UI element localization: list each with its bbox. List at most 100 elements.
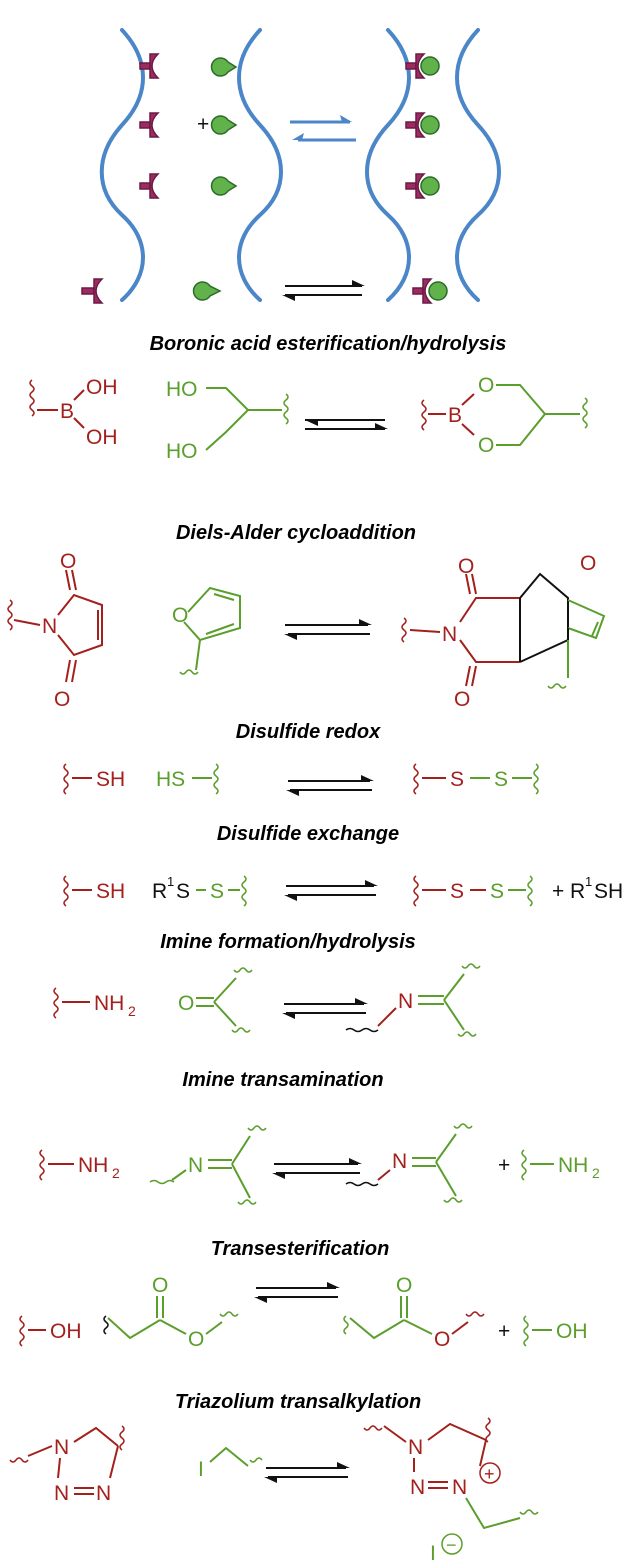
polymer-chain xyxy=(365,28,411,302)
equilibrium-arrows xyxy=(284,619,372,640)
atom-label: N xyxy=(54,1482,69,1505)
purple-receptor xyxy=(139,173,160,199)
legend-row xyxy=(81,278,448,304)
atom-label: N xyxy=(54,1436,69,1459)
reaction-title: Imine transamination xyxy=(182,1069,383,1091)
equilibrium-arrows xyxy=(272,1158,362,1179)
plus-sign: + xyxy=(552,880,564,903)
reaction-title: Triazolium transalkylation xyxy=(175,1391,421,1413)
atom-label: O xyxy=(434,1328,450,1351)
purple-receptor xyxy=(139,112,160,138)
atom-label: N xyxy=(408,1436,423,1459)
atom-label: S xyxy=(176,880,190,903)
disulfide-redox-reaction: SH HS S S xyxy=(63,763,539,796)
reaction-title: Disulfide redox xyxy=(236,721,381,743)
atom-label: N xyxy=(452,1476,467,1499)
purple-receptor xyxy=(81,278,104,304)
atom-label: S xyxy=(494,768,508,791)
equilibrium-arrows xyxy=(290,115,356,142)
equilibrium-arrows xyxy=(282,998,368,1019)
atom-label: N xyxy=(392,1150,407,1173)
bound-pair xyxy=(405,112,440,138)
network-scheme: + xyxy=(99,28,501,302)
atom-label: O xyxy=(152,1274,168,1297)
atom-label: OH xyxy=(556,1320,588,1343)
atom-label: O xyxy=(60,550,76,573)
bound-pair xyxy=(405,53,440,79)
purple-receptor xyxy=(139,53,160,79)
atom-label: I xyxy=(198,1458,204,1481)
atom-label: NH xyxy=(558,1154,588,1177)
polymer-chain xyxy=(455,28,501,302)
atom-label: S xyxy=(450,768,464,791)
atom-label: O xyxy=(458,555,474,578)
diels-alder-reaction: N O O O N O O xyxy=(7,550,606,711)
atom-label: O xyxy=(172,604,188,627)
atom-label: 2 xyxy=(112,1165,120,1181)
imine-transamination-reaction: NH 2 N N + NH 2 xyxy=(39,1123,600,1205)
polymer-chain xyxy=(99,28,145,302)
atom-label: HO xyxy=(166,440,198,463)
atom-label: O xyxy=(54,688,70,711)
atom-label: O xyxy=(396,1274,412,1297)
green-guest xyxy=(192,281,222,301)
equilibrium-arrows xyxy=(254,1282,340,1303)
atom-label: O xyxy=(454,688,470,711)
atom-label: 2 xyxy=(592,1165,600,1181)
atom-label: 1 xyxy=(585,874,592,889)
plus-sign: + xyxy=(498,1320,510,1343)
equilibrium-arrows xyxy=(284,880,378,901)
charge-circle xyxy=(479,1462,501,1484)
atom-label: SH xyxy=(96,880,125,903)
charge-label: − xyxy=(446,1535,457,1555)
atom-label: SH xyxy=(96,768,125,791)
plus-sign: + xyxy=(498,1154,510,1177)
atom-label: O xyxy=(478,434,494,457)
atom-label: OH xyxy=(50,1320,82,1343)
atom-label: B xyxy=(448,404,462,427)
atom-label: N xyxy=(188,1154,203,1177)
atom-label: N xyxy=(442,623,457,646)
disulfide-exchange-reaction: SH R 1 S S S S + R 1 SH xyxy=(63,874,623,907)
atom-label: I xyxy=(430,1542,436,1565)
atom-label: O xyxy=(478,374,494,397)
equilibrium-arrows xyxy=(264,1462,350,1483)
boronic-acid-reaction: B OH OH HO HO B O O xyxy=(29,374,588,463)
atom-label: S xyxy=(490,880,504,903)
atom-label: 2 xyxy=(128,1003,136,1019)
bound-pair xyxy=(412,278,448,304)
atom-label: HO xyxy=(166,378,198,401)
equilibrium-arrows xyxy=(286,775,374,796)
atom-label: OH xyxy=(86,426,118,449)
reaction-title: Imine formation/hydrolysis xyxy=(160,931,416,953)
green-guest xyxy=(210,115,238,135)
atom-label: O xyxy=(188,1328,204,1351)
atom-label: R xyxy=(570,880,585,903)
charge-label: + xyxy=(484,1464,495,1484)
bound-pair xyxy=(405,173,440,199)
imine-formation-reaction: NH 2 O N xyxy=(53,963,481,1037)
atom-label: S xyxy=(450,880,464,903)
reaction-title: Transesterification xyxy=(211,1238,390,1260)
reaction-title: Boronic acid esterification/hydrolysis xyxy=(150,333,507,355)
atom-label: O xyxy=(178,992,194,1015)
reaction-title: Diels-Alder cycloaddition xyxy=(176,522,416,544)
atom-label: S xyxy=(210,880,224,903)
green-guest xyxy=(210,176,238,196)
atom-label: N xyxy=(398,990,413,1013)
charge-circle xyxy=(441,1533,463,1555)
transesterification-reaction: OH O O O O + OH xyxy=(19,1274,588,1351)
plus-sign: + xyxy=(197,113,209,136)
atom-label: N xyxy=(96,1482,111,1505)
equilibrium-arrows xyxy=(305,419,388,430)
atom-label: OH xyxy=(86,376,118,399)
atom-label: SH xyxy=(594,880,623,903)
atom-label: N xyxy=(410,1476,425,1499)
atom-label: B xyxy=(60,400,74,423)
reaction-title: Disulfide exchange xyxy=(217,823,399,845)
equilibrium-arrows xyxy=(282,280,365,301)
polymer-chain xyxy=(237,28,283,302)
atom-label: O xyxy=(580,552,596,575)
triazolium-reaction: N N N I N N N + I − xyxy=(9,1417,539,1565)
